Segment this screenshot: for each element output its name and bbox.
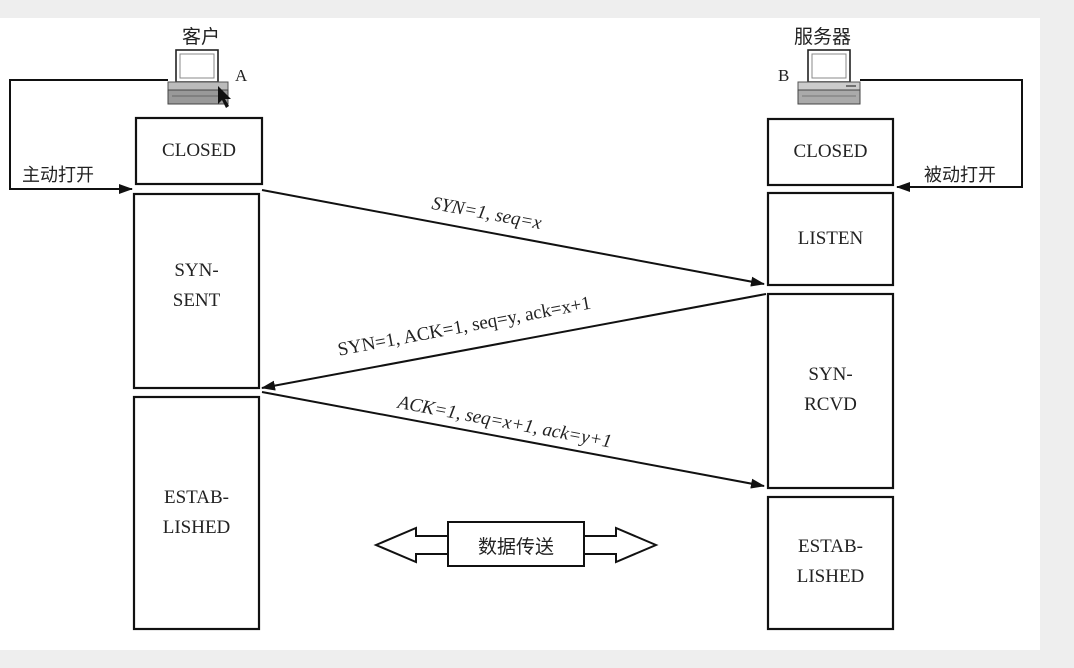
- client-computer-icon: [167, 49, 231, 108]
- client-syn-sent-line1: SYN-: [174, 260, 219, 281]
- client-state-syn-sent: SYN- SENT: [134, 256, 259, 316]
- server-listen-box: [766, 191, 895, 287]
- data-transfer-box: [447, 521, 585, 567]
- server-title: 服务器: [794, 26, 852, 48]
- active-open-arrow: [9, 79, 168, 194]
- server-closed-text: CLOSED: [793, 141, 868, 162]
- data-transfer-label: 数据传送: [477, 536, 554, 558]
- server-syn-rcvd-line2: RCVD: [804, 394, 857, 415]
- server-state-closed: CLOSED: [768, 119, 893, 185]
- client-established-line2: LISHED: [162, 517, 231, 538]
- server-state-established: ESTAB- LISHED: [768, 532, 893, 592]
- client-closed-text: CLOSED: [162, 140, 236, 161]
- client-syn-sent-line2: SENT: [172, 290, 221, 311]
- client-closed-box: [134, 116, 264, 186]
- client-title: 客户: [182, 26, 221, 48]
- data-transfer-double-arrow: [373, 521, 659, 567]
- server-established-line1: ESTAB-: [798, 536, 863, 557]
- server-state-listen: LISTEN: [768, 193, 893, 285]
- client-host-letter: A: [235, 66, 248, 85]
- active-open-label: 主动打开: [22, 165, 94, 186]
- server-syn-rcvd-line1: SYN-: [808, 364, 853, 385]
- server-host-letter: B: [778, 66, 790, 85]
- client-established-line1: ESTAB-: [164, 487, 229, 508]
- client-established-box: [132, 395, 261, 631]
- server-listen-text: LISTEN: [797, 228, 864, 249]
- syn-arrow: [261, 189, 765, 287]
- server-syn-rcvd-box: [766, 292, 895, 490]
- server-computer-icon: [797, 49, 861, 105]
- client-state-established: ESTAB- LISHED: [134, 483, 259, 543]
- passive-open-label: 被动打开: [924, 165, 996, 186]
- server-state-syn-rcvd: SYN- RCVD: [768, 360, 893, 420]
- client-syn-sent-box: [132, 192, 261, 390]
- syn-ack-arrow: [261, 293, 767, 391]
- ack-arrow: [261, 391, 765, 489]
- server-closed-box: [766, 117, 895, 187]
- passive-open-arrow: [860, 79, 1023, 192]
- server-established-line2: LISHED: [796, 566, 865, 587]
- client-state-closed: CLOSED: [136, 118, 262, 184]
- server-established-box: [766, 495, 895, 631]
